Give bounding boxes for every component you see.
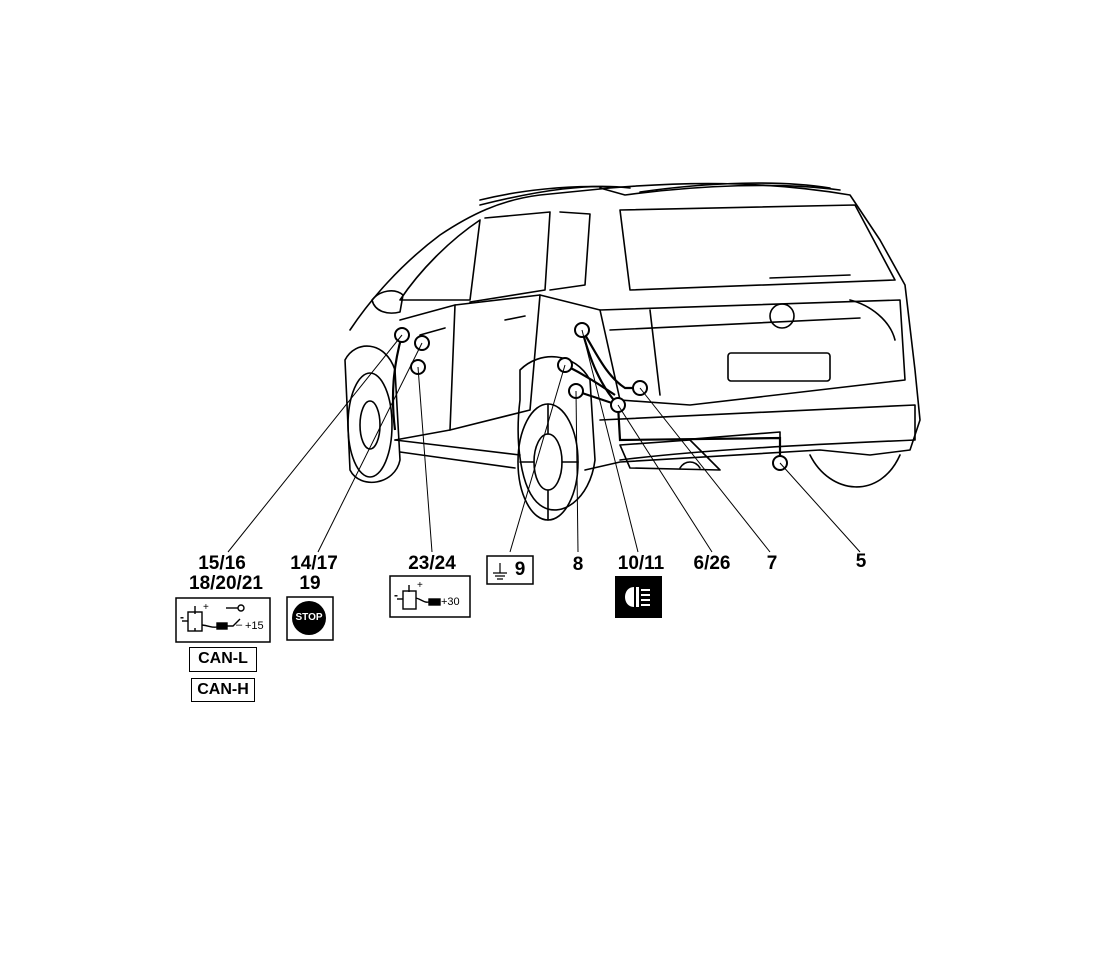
callout-9: 9 [514, 559, 526, 580]
callout-14-17: 14/17 [290, 553, 338, 574]
callout-6-26: 6/26 [693, 553, 731, 574]
battery-plus-sign: + [203, 602, 209, 613]
callout-19: 19 [299, 573, 321, 594]
stop-sign-box [286, 596, 334, 641]
battery-plus-label: +30 [441, 596, 460, 608]
ignition-plus-label: +15 [245, 620, 264, 632]
battery-ignition-icon [175, 597, 271, 643]
battery-minus-sign: - [180, 610, 184, 624]
can-low-label: CAN-L [189, 647, 257, 672]
leader-lines [227, 329, 861, 553]
callout-18-20-21: 18/20/21 [189, 573, 263, 594]
fog-light-icon [615, 576, 662, 618]
stop-sign-text: STOP [295, 612, 323, 623]
stop-sign-icon [292, 601, 326, 635]
callout-23-24: 23/24 [408, 553, 456, 574]
car-outline [344, 182, 921, 521]
callout-8: 8 [572, 554, 584, 575]
battery-plus-sign-2: + [417, 580, 423, 591]
ground-icon [486, 555, 534, 585]
callout-15-16: 15/16 [198, 553, 246, 574]
callout-7: 7 [766, 553, 778, 574]
callout-10-11: 10/11 [617, 553, 665, 574]
switch-minus: – [236, 619, 243, 631]
can-high-label: CAN-H [191, 678, 255, 702]
battery-constant-icon [389, 575, 471, 618]
battery-minus-sign-2: - [394, 588, 398, 602]
callout-5: 5 [855, 551, 867, 572]
